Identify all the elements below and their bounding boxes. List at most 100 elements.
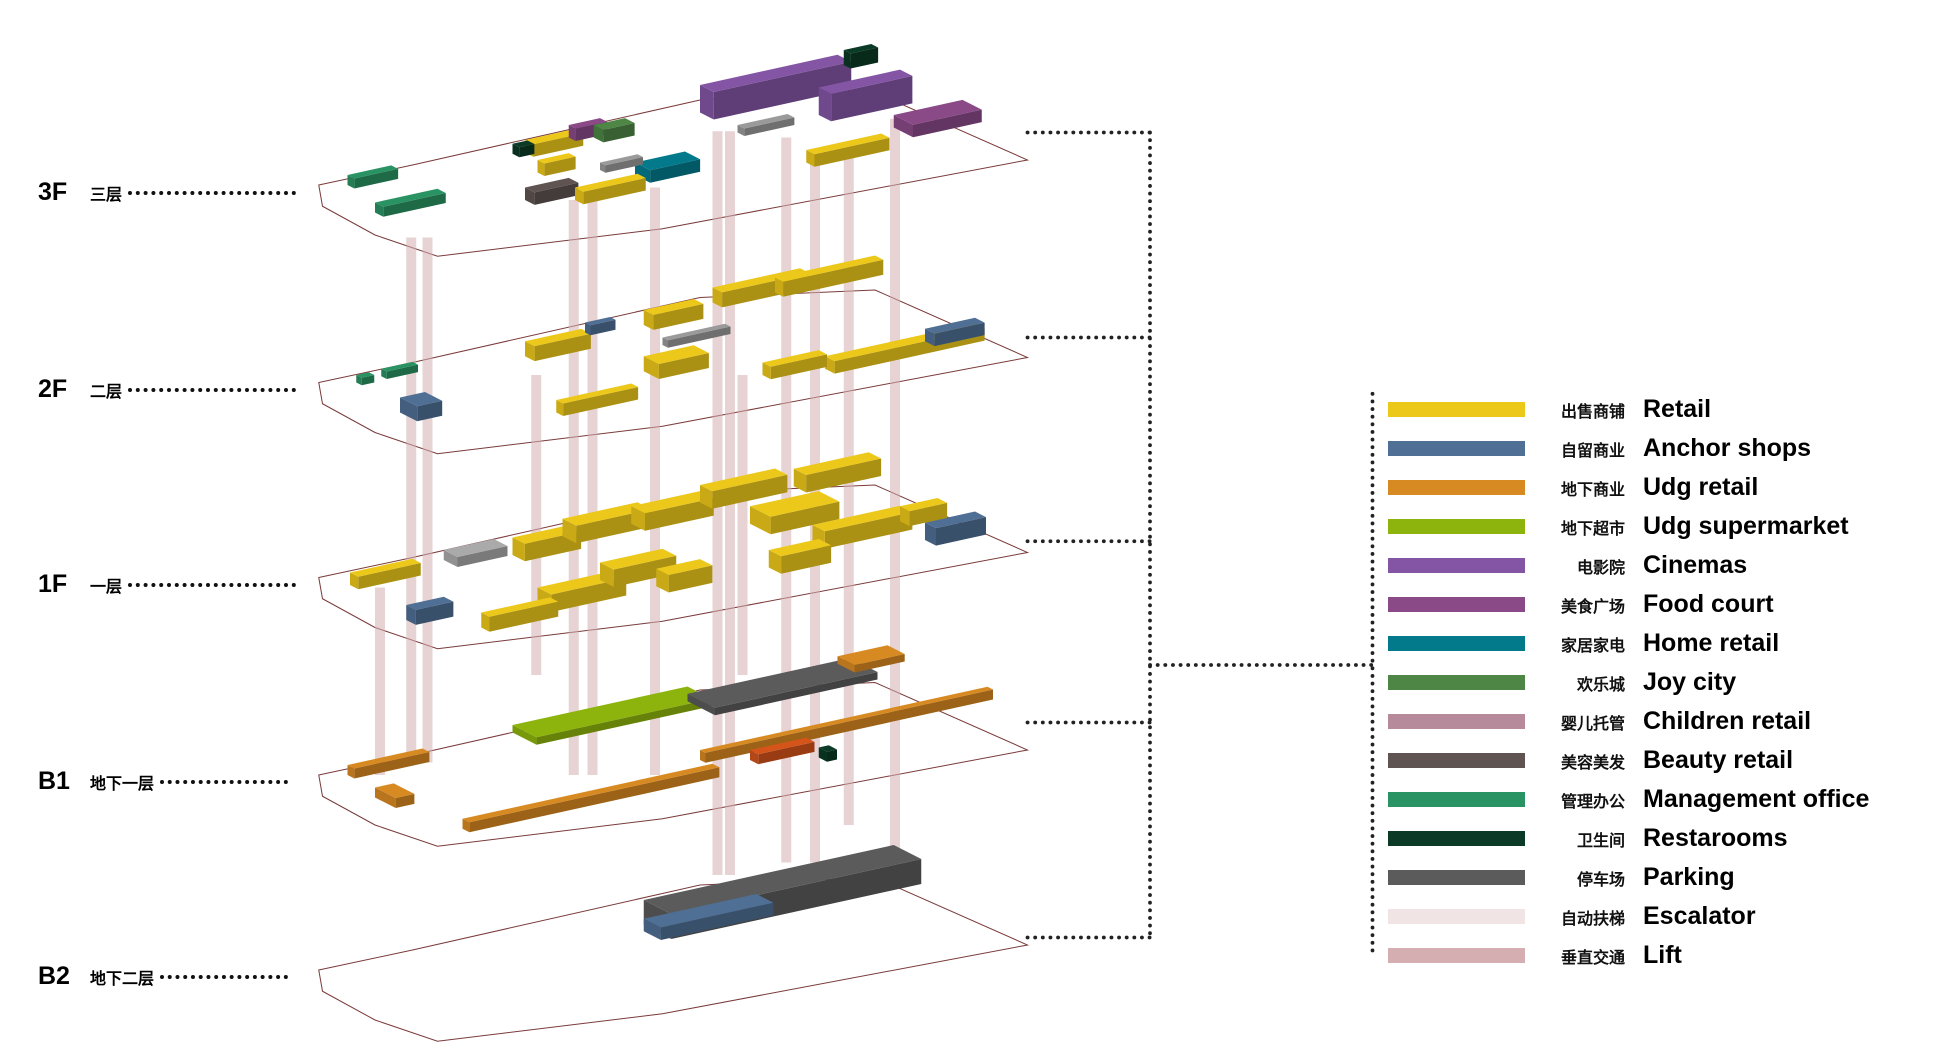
block-side: [443, 550, 458, 567]
block-front: [913, 109, 982, 138]
floor-code: 2F: [38, 375, 68, 403]
block-front: [544, 156, 576, 176]
block-top: [406, 596, 454, 610]
block-top: [893, 99, 982, 125]
block-front: [383, 192, 446, 217]
legend-label-cn: 婴儿托管: [1560, 715, 1625, 733]
floor-cn: 地下二层: [90, 970, 155, 988]
block-side: [656, 568, 669, 593]
lift-column: [406, 237, 417, 763]
block-side: [900, 506, 910, 527]
floor-code: B1: [38, 767, 70, 795]
block-front: [524, 531, 582, 562]
block-front: [713, 61, 852, 120]
block-front: [469, 767, 720, 833]
block-front: [605, 157, 643, 173]
block-top: [481, 597, 559, 617]
floor-code: 1F: [38, 570, 68, 598]
legend-label-cn: 家居家电: [1560, 637, 1625, 655]
block-side: [600, 562, 614, 587]
dotted-leader: [128, 190, 297, 195]
legend-label-en: Beauty retail: [1643, 746, 1794, 774]
block-side: [537, 160, 545, 176]
block-side: [662, 337, 668, 348]
dotted-leader: [160, 779, 289, 784]
block-top: [356, 372, 375, 378]
legend-swatch: [1388, 636, 1525, 651]
block-front: [824, 512, 913, 549]
block-side: [837, 656, 855, 673]
block-top: [656, 559, 713, 576]
block-top: [562, 502, 652, 526]
block-top: [812, 505, 913, 532]
block-side: [750, 506, 771, 535]
dotted-leader: [128, 387, 297, 392]
block-side: [762, 362, 771, 380]
block-side: [818, 87, 832, 122]
block-front: [814, 137, 890, 167]
block-top: [575, 173, 646, 192]
block-side: [635, 162, 651, 183]
legend-label-en: Cinemas: [1643, 551, 1748, 579]
block-front: [744, 117, 795, 136]
block-top: [750, 737, 815, 755]
block-front: [668, 326, 731, 348]
block-top: [525, 129, 584, 145]
floor-label-b1: B1 地下一层: [38, 767, 289, 796]
block-front: [831, 75, 913, 122]
block-side: [793, 468, 807, 493]
legend-label-cn: 管理办公: [1560, 793, 1625, 811]
lift-column: [843, 156, 854, 825]
block-top: [643, 845, 922, 914]
lift-column: [375, 587, 385, 775]
block-top: [585, 317, 616, 326]
block-top: [347, 165, 399, 179]
block-side: [700, 485, 713, 509]
legend-swatch: [1388, 675, 1525, 690]
legend-swatch: [1388, 909, 1525, 924]
block-side: [462, 818, 470, 833]
legend-swatch: [1388, 402, 1525, 417]
block-front: [603, 123, 635, 143]
block-top: [381, 361, 418, 372]
block-top: [350, 558, 421, 577]
block-top: [700, 54, 852, 92]
block-front: [758, 741, 815, 765]
block-front: [395, 793, 415, 808]
block-side: [806, 150, 815, 167]
block-side: [525, 187, 535, 205]
legend-label-cn: 卫生间: [1576, 832, 1625, 850]
block-side: [512, 143, 520, 158]
floor-label-3f: 3F 三层: [38, 178, 297, 207]
block-side: [525, 341, 535, 362]
block-side: [687, 693, 715, 716]
block-top: [775, 255, 884, 282]
legend-label-en: Food court: [1643, 590, 1774, 618]
block-top: [537, 153, 576, 164]
block-side: [512, 537, 525, 562]
legend-swatch: [1388, 558, 1525, 573]
block-top: [443, 539, 508, 557]
block-top: [687, 658, 878, 708]
block-top: [712, 268, 810, 293]
block-top: [818, 745, 837, 752]
block-front: [551, 578, 627, 612]
block-side: [925, 522, 936, 546]
block-side: [712, 287, 723, 308]
legend-label-cn: 美容美发: [1560, 754, 1625, 772]
floor-cn: 一层: [90, 578, 123, 596]
block-top: [556, 383, 639, 404]
block-side: [775, 277, 784, 297]
block-top: [843, 43, 879, 54]
legend-label-en: Children retail: [1643, 707, 1812, 735]
block-front: [668, 565, 713, 593]
block-front: [519, 143, 535, 158]
lift-column: [531, 375, 542, 675]
